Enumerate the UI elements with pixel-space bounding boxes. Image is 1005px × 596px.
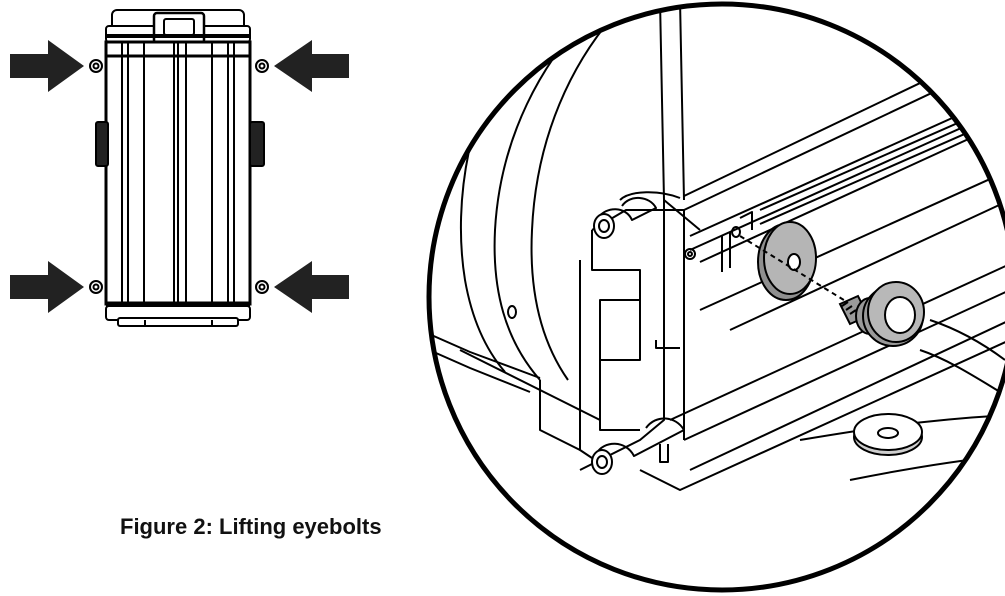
fixture-body-top: [104, 40, 252, 306]
eyebolt-point-bottom-right: [255, 280, 269, 294]
side-handle-right: [249, 121, 265, 167]
arrow-top-left: [10, 40, 84, 92]
fixture-body-detail: [539, 4, 701, 475]
hinge-pin-top: [593, 197, 657, 239]
assembly-dash-line: [739, 235, 861, 311]
fixture-top-view: [89, 9, 269, 327]
arrow-top-right: [274, 40, 349, 92]
arrow-bottom-left: [10, 261, 84, 313]
fixture-bottom-cap: [105, 301, 251, 327]
eyebolt: [838, 281, 925, 347]
eyebolt-point-top-left: [89, 59, 103, 73]
side-handle-left: [95, 121, 109, 167]
arrow-bottom-right: [274, 261, 349, 313]
eyebolt-point-bottom-left: [89, 280, 103, 294]
arrows: [10, 40, 349, 313]
detail-circle-border: [426, 1, 1005, 593]
mounting-rail: [639, 39, 1005, 491]
hinge-pin-bottom: [591, 417, 685, 475]
base-curve: [429, 329, 601, 421]
eyebolt-point-top-right: [255, 59, 269, 73]
washer: [757, 221, 817, 301]
figure-caption: Figure 2: Lifting eyebolts: [120, 514, 382, 539]
fixture-top-cap: [105, 9, 251, 45]
spare-washer: [853, 413, 923, 456]
